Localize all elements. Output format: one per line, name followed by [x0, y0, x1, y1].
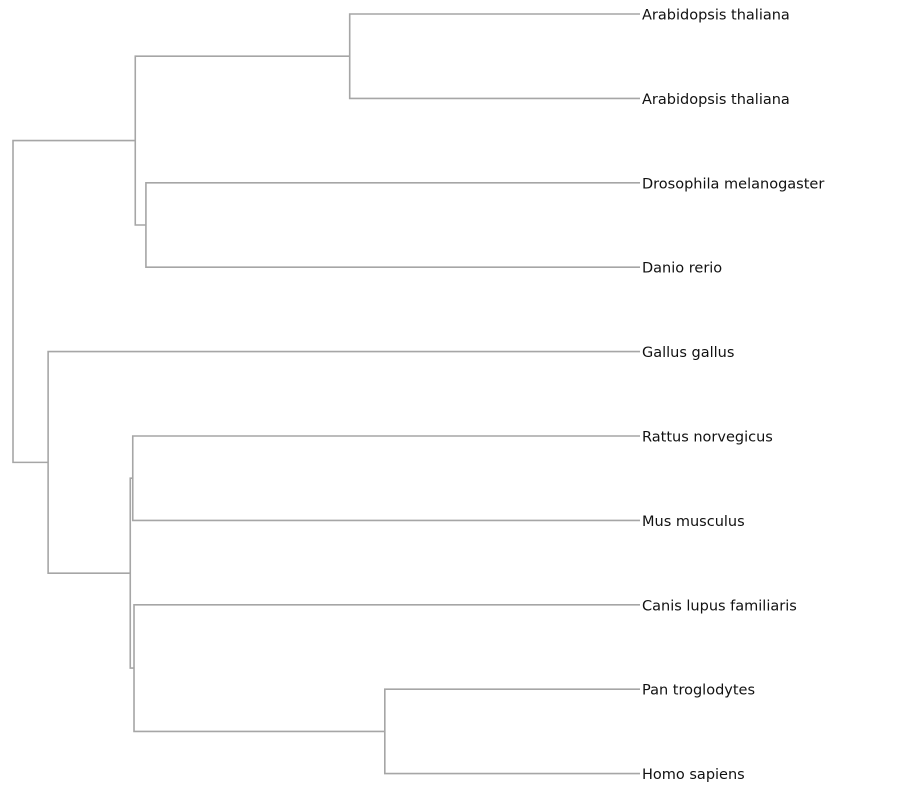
dendrogram-branch-n10 [348, 13, 640, 100]
dendrogram-branch-n16 [129, 477, 135, 669]
dendrogram-branch-n12 [134, 55, 350, 226]
leaf-label: Arabidopsis thaliana [642, 92, 790, 108]
dendrogram-branch-n15 [133, 604, 640, 733]
leaf-label: Drosophila melanogaster [642, 176, 824, 192]
leaf-label: Gallus gallus [642, 345, 734, 361]
leaf-label: Pan troglodytes [642, 683, 755, 699]
dendrogram-branch-n13 [384, 688, 640, 775]
dendrogram-branch-n17 [47, 350, 640, 574]
leaf-label: Danio rerio [642, 261, 722, 277]
dendrogram-branch-n11 [145, 182, 640, 268]
dendrogram-branch-n14 [131, 435, 640, 522]
leaf-label: Homo sapiens [642, 767, 745, 783]
leaf-label: Canis lupus familiaris [642, 598, 797, 614]
dendrogram-branch-n18 [12, 139, 136, 464]
leaf-label: Rattus norvegicus [642, 430, 773, 446]
leaf-label: Mus musculus [642, 514, 745, 530]
leaf-label: Arabidopsis thaliana [642, 8, 790, 24]
